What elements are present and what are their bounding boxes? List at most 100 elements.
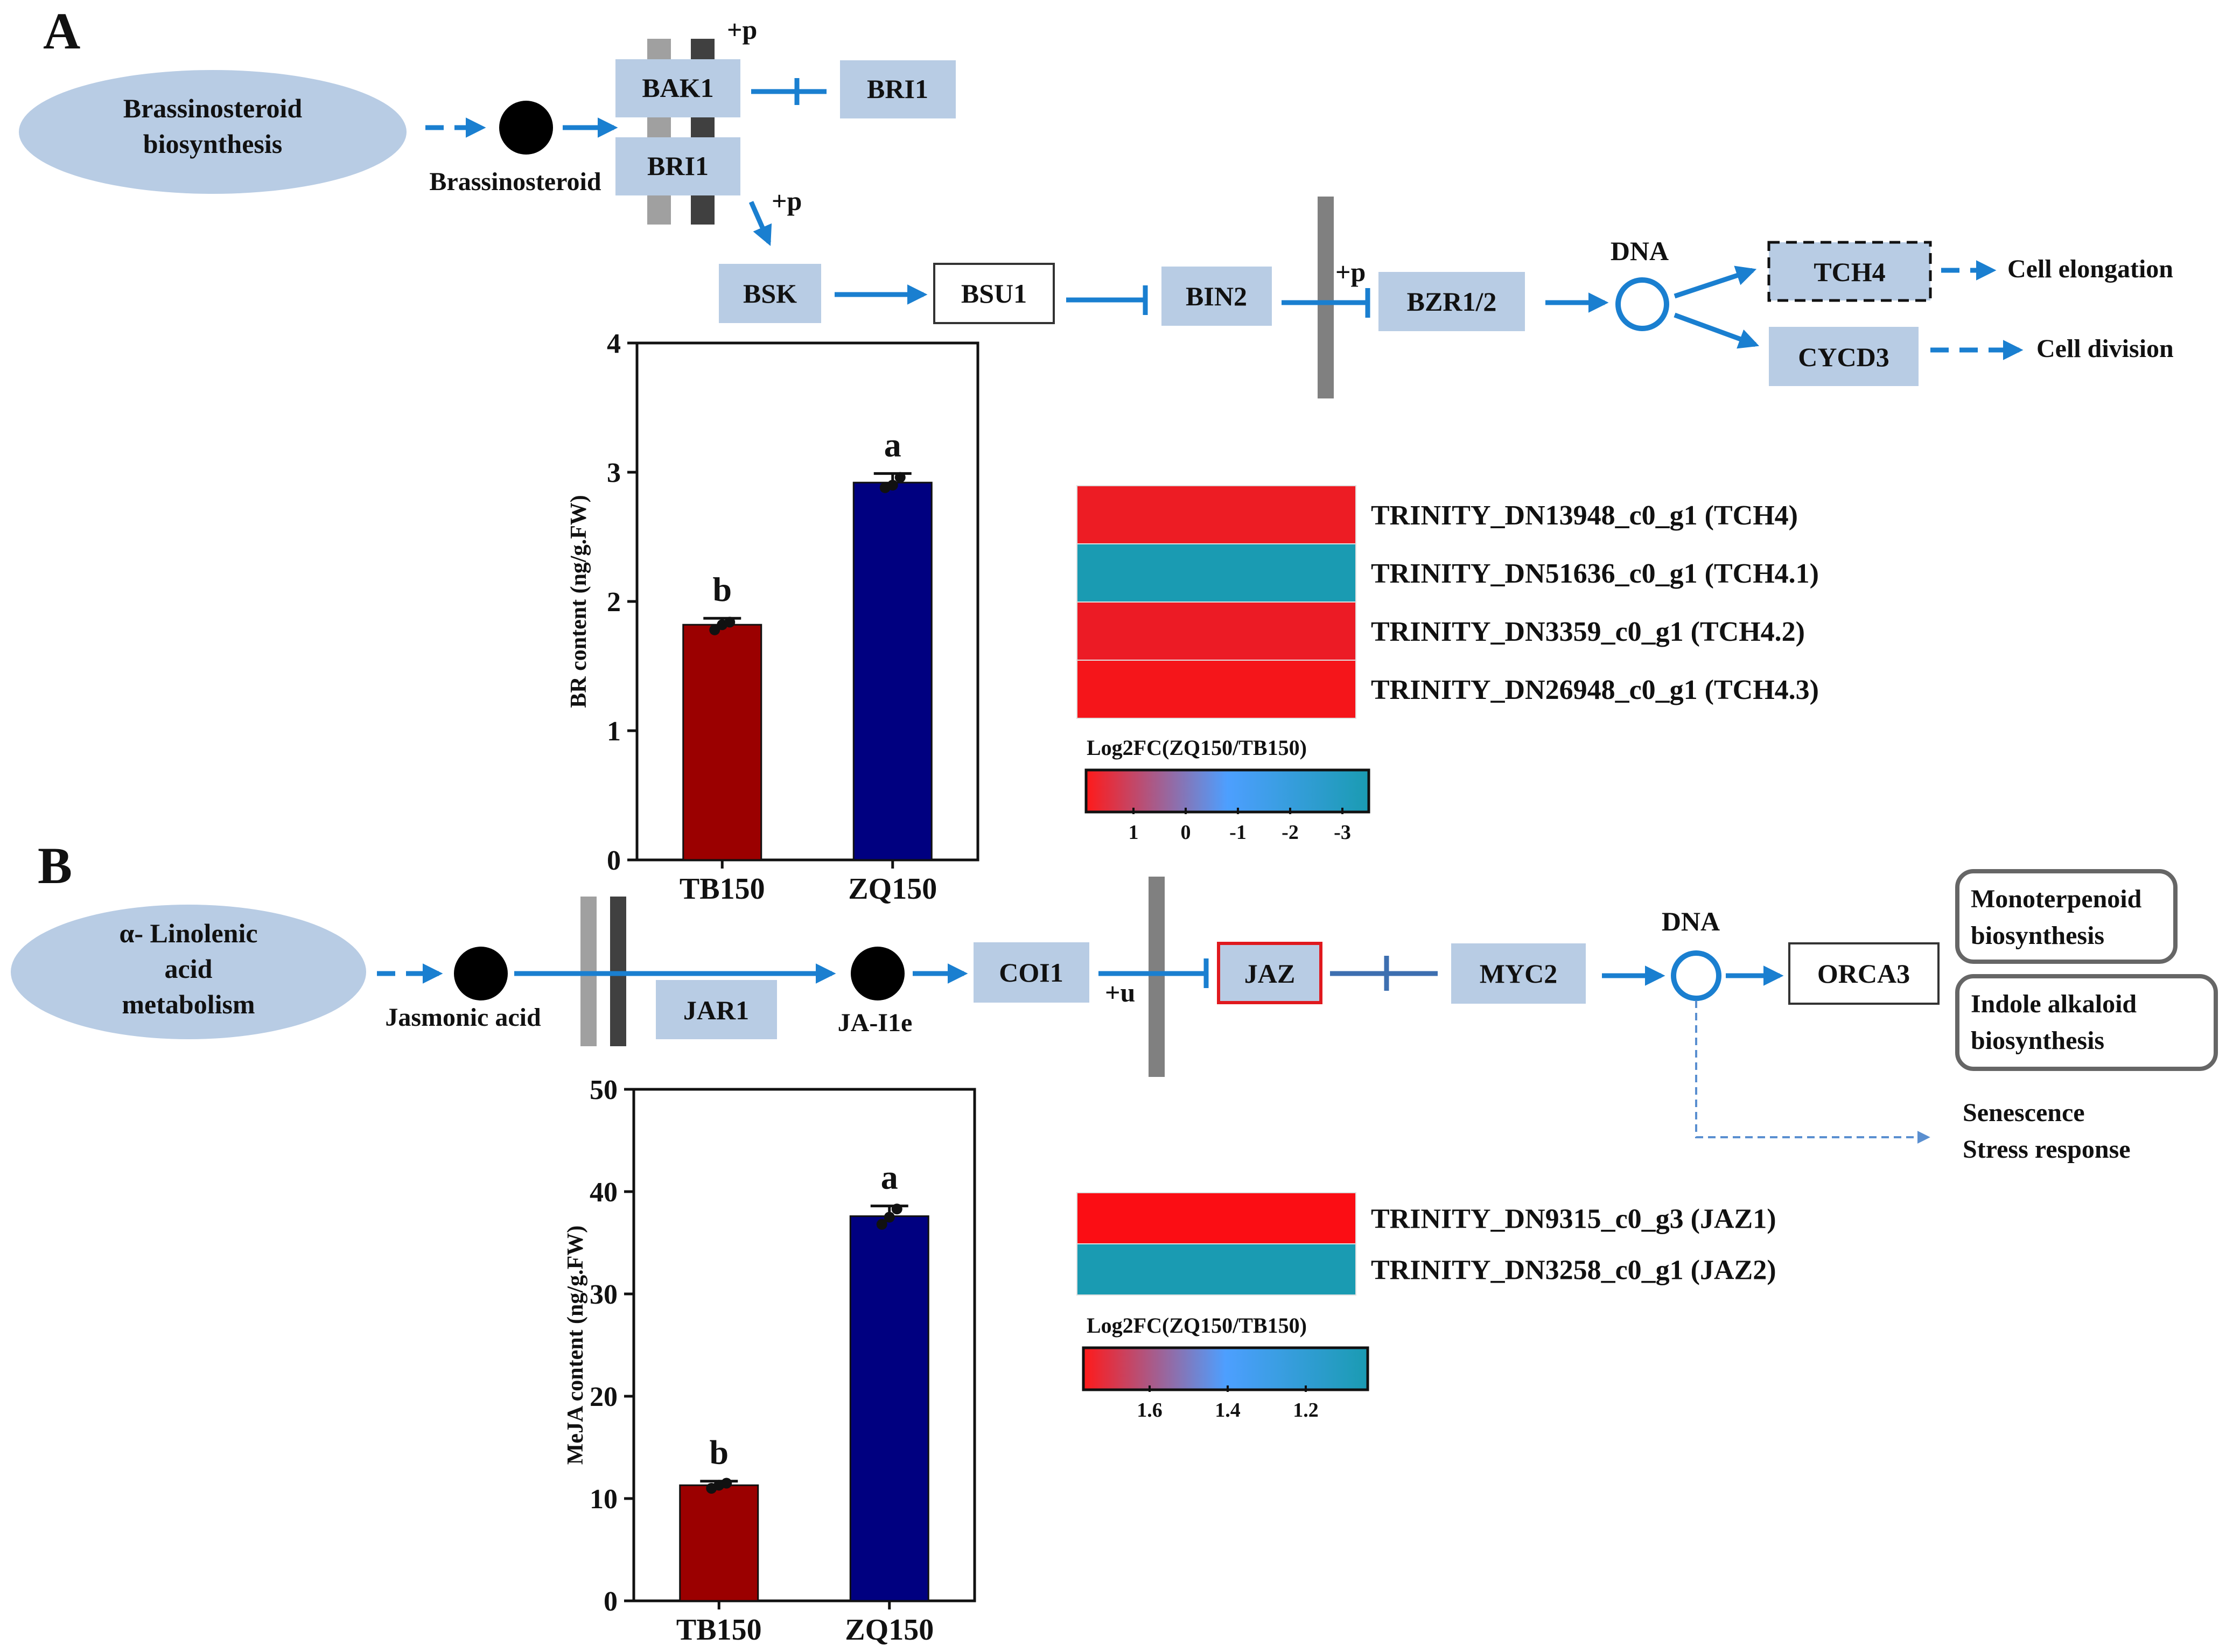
heatmap-row-label: TRINITY_DN13948_c0_g1 (TCH4) — [1371, 500, 1798, 531]
nuclear-membrane-a — [1318, 197, 1334, 398]
significance-letter: b — [709, 1433, 729, 1472]
myc2-box — [1451, 943, 1586, 1004]
tch4-label: TCH4 — [1814, 257, 1885, 287]
heatmap-b-legend-title: Log2FC(ZQ150/TB150) — [1087, 1313, 1307, 1338]
myc2-label: MYC2 — [1480, 958, 1557, 989]
category-label: TB150 — [676, 1613, 762, 1647]
heatmap-b-ticks: 1.6 1.4 1.2 — [1137, 1385, 1319, 1422]
orca3-label: ORCA3 — [1817, 958, 1910, 989]
bar — [849, 1215, 929, 1602]
brassinosteroid-compound-label: Brassinosteroid — [429, 167, 601, 196]
brassinosteroid-compound-dot — [499, 101, 553, 155]
colorbar-tick-label: 1.6 — [1137, 1399, 1163, 1422]
heatmap-a-legend-title: Log2FC(ZQ150/TB150) — [1087, 736, 1307, 760]
coi1-box — [974, 942, 1089, 1003]
bsk-box — [719, 264, 821, 323]
arrow-bri1-to-bsk — [748, 201, 772, 246]
significance-letter: a — [881, 1158, 898, 1196]
phos-label-2: +p — [772, 186, 802, 216]
category-label: TB150 — [680, 872, 765, 906]
heatmap-cell — [1076, 601, 1356, 661]
y-tick-label: 40 — [590, 1177, 618, 1208]
bzr-label: BZR1/2 — [1407, 286, 1497, 317]
phos-label-3: +p — [1335, 257, 1366, 287]
monoterpenoid-box — [1955, 869, 2178, 964]
heatmap-a: TRINITY_DN13948_c0_g1 (TCH4) TRINITY_DN51… — [1076, 485, 1819, 719]
arrow-dna-to-senescence — [1695, 1000, 1930, 1144]
bzr-box — [1378, 272, 1525, 331]
data-point — [887, 480, 898, 491]
panel-b-letter: B — [38, 837, 72, 894]
y-axis-label: BR content (ng/g.FW) — [566, 495, 591, 708]
colorbar-tick-label: -3 — [1334, 821, 1351, 844]
y-axis-label: MeJA content (ng/g.FW) — [563, 1226, 588, 1465]
category-label: ZQ150 — [848, 872, 937, 906]
bri1-right-label: BRI1 — [867, 74, 928, 104]
bin2-label: BIN2 — [1186, 281, 1247, 311]
heatmap-row-label: TRINITY_DN26948_c0_g1 (TCH4.3) — [1371, 675, 1819, 705]
data-point — [724, 617, 736, 628]
heatmap-cell — [1076, 485, 1356, 544]
linolenic-acid-ellipse — [11, 905, 366, 1039]
heatmap-cell — [1076, 660, 1356, 719]
colorbar-tick-label: 1.2 — [1293, 1399, 1319, 1422]
colorbar-tick-label: -1 — [1229, 821, 1247, 844]
data-point — [876, 1219, 887, 1230]
cycd3-label: CYCD3 — [1798, 342, 1889, 372]
category-label: ZQ150 — [845, 1613, 934, 1647]
y-tick-label: 1 — [607, 716, 621, 747]
bar — [682, 624, 762, 861]
bsk-label: BSK — [743, 278, 797, 309]
y-tick-label: 4 — [607, 328, 621, 359]
cell-elongation-label: Cell elongation — [2007, 255, 2173, 283]
ubiq-label: +u — [1105, 977, 1135, 1007]
data-point — [894, 472, 906, 483]
phos-label-1: +p — [727, 15, 757, 45]
panel-a-letter: A — [43, 2, 80, 60]
y-tick-label: 20 — [590, 1382, 618, 1412]
y-tick-label: 2 — [607, 587, 621, 618]
heatmap-b-colorbar — [1082, 1346, 1369, 1391]
y-tick-label: 50 — [590, 1075, 618, 1105]
senescence-label: Senescence — [1963, 1098, 2085, 1127]
heatmap-row-label: TRINITY_DN3359_c0_g1 (TCH4.2) — [1371, 617, 1805, 647]
ja-ile-dot — [851, 947, 905, 1000]
colorbar-tick-label: -2 — [1282, 821, 1299, 844]
tch4-box — [1767, 241, 1932, 302]
bri1-right-box — [840, 60, 956, 118]
brassinosteroid-biosynthesis-ellipse — [19, 70, 407, 194]
bar — [679, 1484, 759, 1602]
nuclear-membrane-b — [1149, 877, 1165, 1077]
heatmap-row-label: TRINITY_DN51636_c0_g1 (TCH4.1) — [1371, 558, 1819, 589]
arrow-dna-to-tch4 — [1674, 265, 1757, 299]
data-point — [721, 1478, 732, 1489]
colorbar-tick-label: 1.4 — [1215, 1399, 1241, 1422]
y-tick-label: 30 — [590, 1279, 618, 1310]
heatmap-row-label: TRINITY_DN9315_c0_g3 (JAZ1) — [1371, 1204, 1776, 1235]
jaz-box — [1217, 942, 1322, 1004]
ja-ile-label: JA-I1e — [838, 1009, 913, 1037]
y-tick-label: 10 — [590, 1484, 618, 1515]
bar — [852, 481, 933, 861]
bri1-lower-label: BRI1 — [647, 151, 709, 181]
y-tick-label: 0 — [607, 845, 621, 876]
colorbar-tick-label: 0 — [1181, 821, 1191, 844]
cycd3-box — [1769, 327, 1919, 386]
heatmap-row-label: TRINITY_DN3258_c0_g1 (JAZ2) — [1371, 1255, 1776, 1286]
bri1-lower-box — [615, 137, 740, 195]
bsu1-label: BSU1 — [961, 278, 1027, 309]
indole-alkaloid-box — [1955, 974, 2218, 1071]
heatmap-cell — [1076, 1243, 1356, 1296]
colorbar-tick-label: 1 — [1129, 821, 1139, 844]
jar1-label: JAR1 — [683, 995, 749, 1025]
chart-frame — [632, 1088, 976, 1602]
